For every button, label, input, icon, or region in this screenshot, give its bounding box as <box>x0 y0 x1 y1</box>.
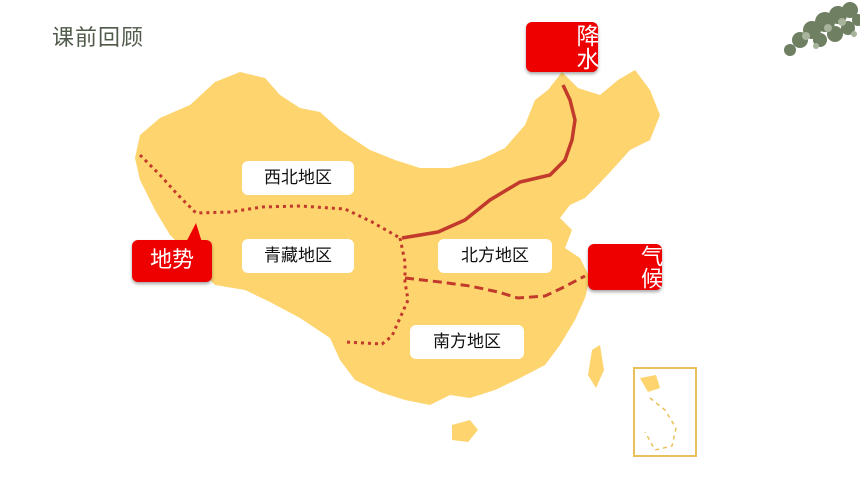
climate-tag: 气候 <box>588 244 662 290</box>
taiwan-island <box>588 345 604 388</box>
terrain-boundary <box>138 153 401 240</box>
south-sea-inset <box>633 367 697 457</box>
plant-decoration <box>784 2 860 56</box>
slide-title: 课前回顾 <box>52 26 145 51</box>
precipitation-tag: 降水 <box>526 22 598 72</box>
region-northwest-label: 西北地区 <box>242 161 354 195</box>
region-qinghai-tibet-label: 青藏地区 <box>242 239 354 273</box>
hainan-island <box>452 420 478 442</box>
region-south-label: 南方地区 <box>410 325 524 359</box>
region-north-label: 北方地区 <box>438 239 552 273</box>
precipitation-boundary <box>401 84 577 240</box>
climate-boundary <box>404 274 586 300</box>
terrain-tag: 地势 <box>132 240 212 282</box>
west-boundary <box>344 237 410 346</box>
